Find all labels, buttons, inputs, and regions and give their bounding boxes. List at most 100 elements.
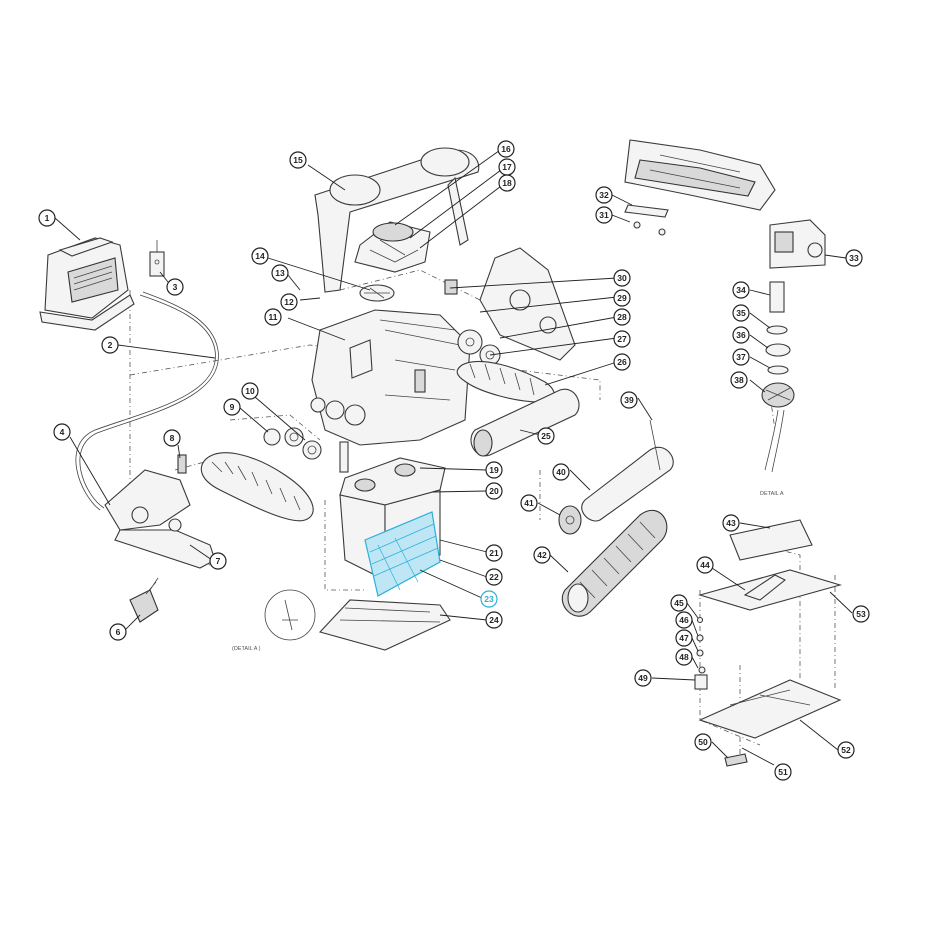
callout-23: 23 xyxy=(480,590,498,608)
callout-21: 21 xyxy=(485,544,503,562)
svg-text:40: 40 xyxy=(556,467,566,477)
svg-text:46: 46 xyxy=(679,615,689,625)
svg-text:3: 3 xyxy=(173,282,178,292)
callout-38: 38 xyxy=(730,371,748,389)
svg-text:42: 42 xyxy=(537,550,547,560)
svg-text:12: 12 xyxy=(284,297,294,307)
callout-11: 11 xyxy=(264,308,282,326)
svg-text:52: 52 xyxy=(841,745,851,755)
callout-20: 20 xyxy=(485,482,503,500)
svg-text:35: 35 xyxy=(736,308,746,318)
callout-47: 47 xyxy=(675,629,693,647)
callout-3: 3 xyxy=(166,278,184,296)
callout-27: 27 xyxy=(613,330,631,348)
callout-25: 25 xyxy=(537,427,555,445)
small-hardware xyxy=(694,616,708,690)
svg-text:10: 10 xyxy=(245,386,255,396)
svg-text:24: 24 xyxy=(489,615,499,625)
callout-24: 24 xyxy=(485,611,503,629)
svg-text:51: 51 xyxy=(778,767,788,777)
side-cover xyxy=(444,247,576,361)
callout-16: 16 xyxy=(497,140,515,158)
svg-text:27: 27 xyxy=(617,334,627,344)
brush-roller-axle xyxy=(558,419,674,535)
impeller-cap xyxy=(359,284,395,302)
callout-32: 32 xyxy=(595,186,613,204)
connector-plug xyxy=(149,240,165,277)
brush xyxy=(561,509,668,617)
switch-part xyxy=(129,577,159,623)
callout-41: 41 xyxy=(520,494,538,512)
bearings xyxy=(263,427,322,460)
svg-text:29: 29 xyxy=(617,293,627,303)
svg-text:16: 16 xyxy=(501,144,511,154)
side-frame xyxy=(104,454,216,569)
callout-28: 28 xyxy=(613,308,631,326)
detail-a-left-caption: (DETAIL A ) xyxy=(232,646,261,652)
power-head xyxy=(769,219,826,269)
callout-9: 9 xyxy=(223,398,241,416)
callout-30: 30 xyxy=(613,269,631,287)
svg-text:53: 53 xyxy=(856,609,866,619)
svg-text:4: 4 xyxy=(60,427,65,437)
callout-31: 31 xyxy=(595,206,613,224)
pcb-cover xyxy=(624,139,776,236)
svg-text:39: 39 xyxy=(624,395,634,405)
svg-text:37: 37 xyxy=(736,352,746,362)
callout-2: 2 xyxy=(101,336,119,354)
svg-text:30: 30 xyxy=(617,273,627,283)
svg-text:44: 44 xyxy=(700,560,710,570)
callout-6: 6 xyxy=(109,623,127,641)
svg-text:36: 36 xyxy=(736,330,746,340)
callout-37: 37 xyxy=(732,348,750,366)
callout-46: 46 xyxy=(675,611,693,629)
svg-text:38: 38 xyxy=(734,375,744,385)
callout-34: 34 xyxy=(732,281,750,299)
svg-text:8: 8 xyxy=(170,433,175,443)
svg-text:45: 45 xyxy=(674,598,684,608)
svg-text:17: 17 xyxy=(502,162,512,172)
right-track xyxy=(456,361,555,403)
callout-14: 14 xyxy=(251,247,269,265)
callout-45: 45 xyxy=(670,594,688,612)
leader-lines xyxy=(54,147,853,766)
callouts: 1 2 3 4 6 7 8 9 10 11 12 13 14 15 16 17 … xyxy=(38,140,870,781)
callout-42: 42 xyxy=(533,546,551,564)
callout-29: 29 xyxy=(613,289,631,307)
svg-text:41: 41 xyxy=(524,498,534,508)
svg-text:50: 50 xyxy=(698,737,708,747)
callout-13: 13 xyxy=(271,264,289,282)
handle xyxy=(314,147,480,293)
detail-a-left xyxy=(264,589,316,641)
svg-text:34: 34 xyxy=(736,285,746,295)
left-track xyxy=(200,452,314,522)
callout-44: 44 xyxy=(696,556,714,574)
filter-assembly xyxy=(318,457,451,651)
svg-text:14: 14 xyxy=(255,251,265,261)
callout-15: 15 xyxy=(289,151,307,169)
callout-19: 19 xyxy=(485,461,503,479)
callout-49: 49 xyxy=(634,669,652,687)
svg-text:20: 20 xyxy=(489,486,499,496)
svg-text:43: 43 xyxy=(726,518,736,528)
roller xyxy=(470,388,580,457)
callout-22: 22 xyxy=(485,568,503,586)
bottom-plate-assembly xyxy=(698,519,842,767)
callout-40: 40 xyxy=(552,463,570,481)
cable xyxy=(75,291,219,511)
detail-a-right-caption: DETAIL A xyxy=(760,491,784,497)
svg-text:32: 32 xyxy=(599,190,609,200)
callout-1: 1 xyxy=(38,209,56,227)
svg-text:47: 47 xyxy=(679,633,689,643)
callout-10: 10 xyxy=(241,382,259,400)
swivel-stack xyxy=(761,281,795,473)
callout-36: 36 xyxy=(732,326,750,344)
impeller-assembly xyxy=(354,221,431,273)
callout-39: 39 xyxy=(620,391,638,409)
svg-text:7: 7 xyxy=(216,556,221,566)
callout-35: 35 xyxy=(732,304,750,322)
svg-text:11: 11 xyxy=(269,312,278,322)
callout-52: 52 xyxy=(837,741,855,759)
callout-51: 51 xyxy=(774,763,792,781)
svg-text:23: 23 xyxy=(484,594,494,604)
